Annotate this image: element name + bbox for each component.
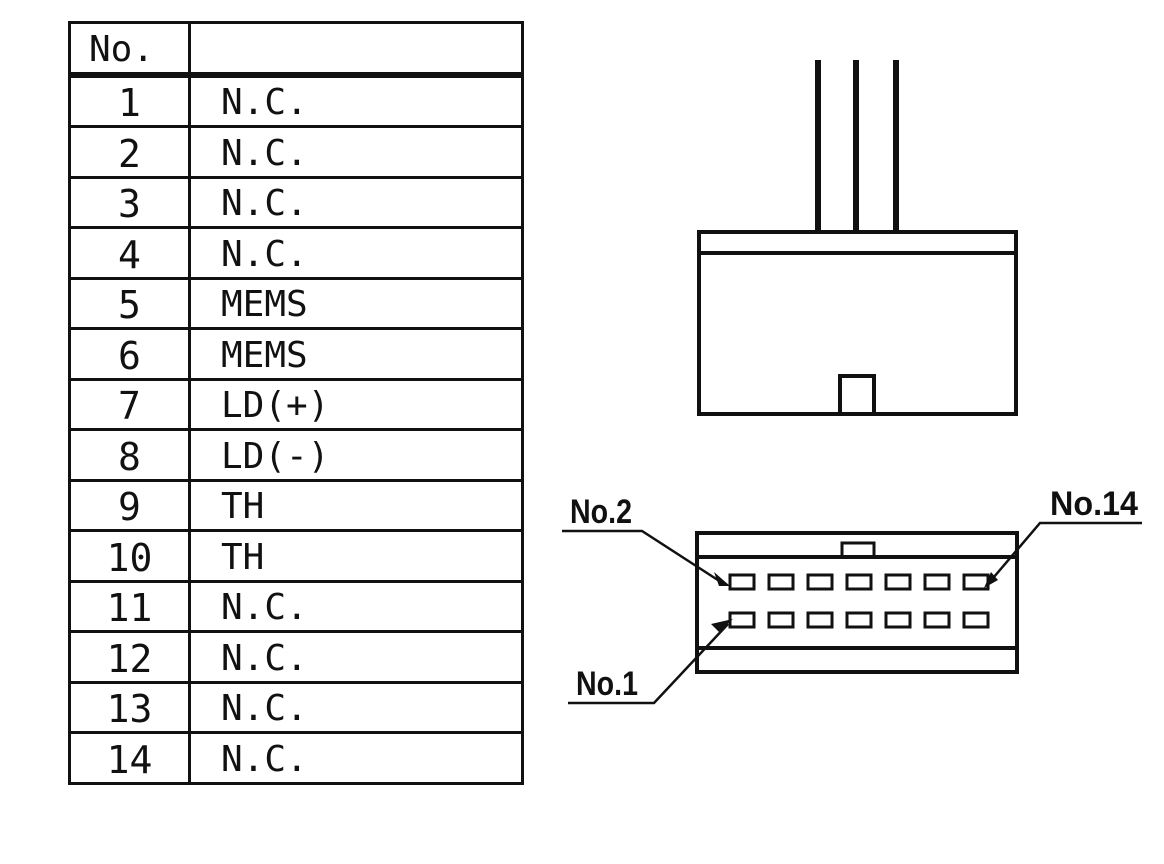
callout-arrow xyxy=(714,572,730,586)
pin-number: 1 xyxy=(68,73,191,128)
callout-arrow xyxy=(711,619,733,632)
pin-number: 9 xyxy=(68,478,191,532)
pin-function: N.C. xyxy=(188,125,524,179)
pin-function: LD(+) xyxy=(188,377,524,431)
pin-function: MEMS xyxy=(188,327,524,381)
pin-number: 8 xyxy=(68,428,191,482)
pin-number: 6 xyxy=(68,327,191,381)
pin-number: 3 xyxy=(68,175,191,229)
pin-socket xyxy=(884,611,912,629)
pin-function: TH xyxy=(188,478,524,532)
pin-number: 14 xyxy=(68,731,191,785)
pin-function: TH xyxy=(188,529,524,583)
pin-callouts xyxy=(562,521,1142,705)
pin-number: 12 xyxy=(68,630,191,684)
table-header-row: No. xyxy=(68,21,524,78)
latch-notch xyxy=(838,374,876,414)
pin-socket xyxy=(728,611,756,629)
pin-socket xyxy=(806,573,834,591)
pin-number: 4 xyxy=(68,226,191,280)
pin-socket xyxy=(806,611,834,629)
callout-label-pin2: No.2 xyxy=(570,493,632,531)
pin-socket xyxy=(845,573,873,591)
callout-leader-pin14 xyxy=(987,521,1142,585)
pin-function: N.C. xyxy=(188,73,524,128)
pin-function: N.C. xyxy=(188,579,524,633)
pin-number: 11 xyxy=(68,579,191,633)
pin-function: N.C. xyxy=(188,680,524,734)
pin-grid xyxy=(728,573,990,629)
connector-body-side xyxy=(697,230,1018,416)
pin-socket xyxy=(884,573,912,591)
pin-function: N.C. xyxy=(188,731,524,785)
pin-socket xyxy=(728,573,756,591)
pin-number: 2 xyxy=(68,125,191,179)
pin-function: MEMS xyxy=(188,276,524,330)
pin-function: N.C. xyxy=(188,630,524,684)
pin-socket xyxy=(767,573,795,591)
connector-drawing: No.2 No.14 No.1 xyxy=(562,60,1142,705)
connector-front-view xyxy=(695,531,1019,674)
pin-socket xyxy=(923,611,951,629)
connector-body-front xyxy=(695,531,1019,674)
connector-side-view xyxy=(697,60,1018,416)
callout-label-pin1: No.1 xyxy=(576,665,638,703)
pin-function: N.C. xyxy=(188,226,524,280)
pin-socket xyxy=(962,573,990,591)
callout-leader-pin2 xyxy=(562,529,725,586)
pin-socket xyxy=(962,611,990,629)
polarization-key xyxy=(840,541,876,559)
pin-number: 13 xyxy=(68,680,191,734)
header-pin-function xyxy=(188,21,524,78)
pin-socket xyxy=(923,573,951,591)
pin-number: 10 xyxy=(68,529,191,583)
header-pin-number: No. xyxy=(68,21,191,78)
pin-socket xyxy=(845,611,873,629)
pin-number: 5 xyxy=(68,276,191,330)
callout-leader-pin1 xyxy=(568,623,729,705)
pin-function: N.C. xyxy=(188,175,524,229)
pin-number: 7 xyxy=(68,377,191,431)
pin-function: LD(-) xyxy=(188,428,524,482)
pin-socket xyxy=(767,611,795,629)
callout-label-pin14: No.14 xyxy=(1050,485,1138,523)
callout-arrow xyxy=(984,572,998,588)
